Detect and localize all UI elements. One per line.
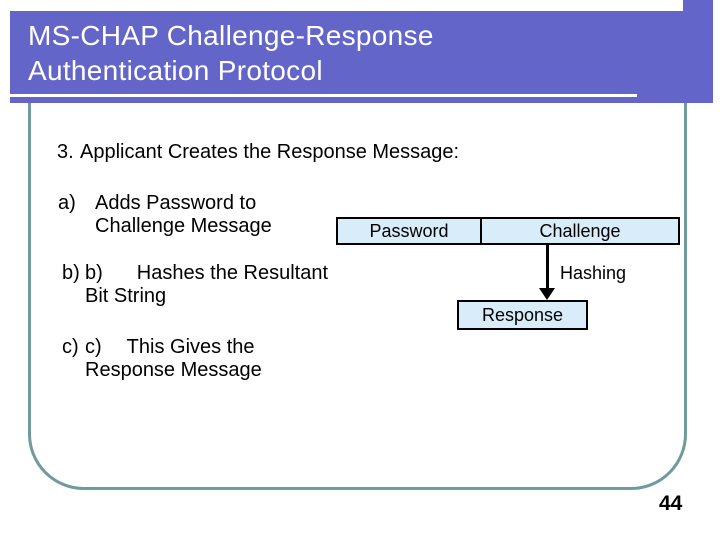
- password-box: Password: [336, 217, 482, 245]
- hashing-label: Hashing: [560, 263, 627, 283]
- list-item-c-line1: c) This Gives the: [85, 336, 262, 359]
- list-item-a: Adds Password to Challenge Message: [95, 192, 272, 238]
- page-number: 44: [659, 492, 683, 515]
- slide-title-line2: Authentication Protocol: [28, 55, 323, 86]
- slide-title: MS-CHAP Challenge-Response Authenticatio…: [28, 18, 434, 88]
- list-marker-a: a): [58, 192, 76, 214]
- list-item-c: c) This Gives the Response Message: [85, 336, 262, 382]
- response-box: Response: [457, 300, 588, 330]
- slide-title-line1: MS-CHAP Challenge-Response: [28, 20, 434, 51]
- list-item-c-line2: Response Message: [85, 359, 262, 381]
- hashing-arrow-line: [546, 245, 549, 290]
- arrow-down-icon: [539, 288, 555, 300]
- list-marker-b: b): [62, 262, 80, 284]
- heading-text: Applicant Creates the Response Message:: [80, 141, 460, 163]
- list-item-c-inner-marker: c): [85, 336, 102, 358]
- banner-top-right-bleed: [683, 0, 713, 12]
- list-item-a-line1: Adds Password to: [95, 192, 257, 214]
- heading: 3. Applicant Creates the Response Message…: [57, 141, 459, 164]
- title-underline: [10, 94, 637, 97]
- list-marker-c: c): [62, 336, 79, 358]
- list-item-c-text: This Gives the: [126, 336, 255, 358]
- response-box-label: Response: [481, 304, 564, 325]
- challenge-box-label: Challenge: [539, 220, 621, 241]
- list-item-b-inner-marker: b): [85, 262, 103, 284]
- list-item-b-line1: b) Hashes the Resultant: [85, 262, 328, 285]
- list-item-a-line2: Challenge Message: [95, 215, 272, 237]
- list-item-b: b) Hashes the Resultant Bit String: [85, 262, 328, 308]
- password-box-label: Password: [369, 220, 449, 241]
- heading-marker: 3.: [57, 141, 74, 163]
- list-item-b-line2: Bit String: [85, 285, 167, 307]
- list-item-b-text: Hashes the Resultant: [136, 262, 329, 284]
- challenge-box: Challenge: [480, 217, 680, 245]
- title-banner: MS-CHAP Challenge-Response Authenticatio…: [10, 11, 713, 103]
